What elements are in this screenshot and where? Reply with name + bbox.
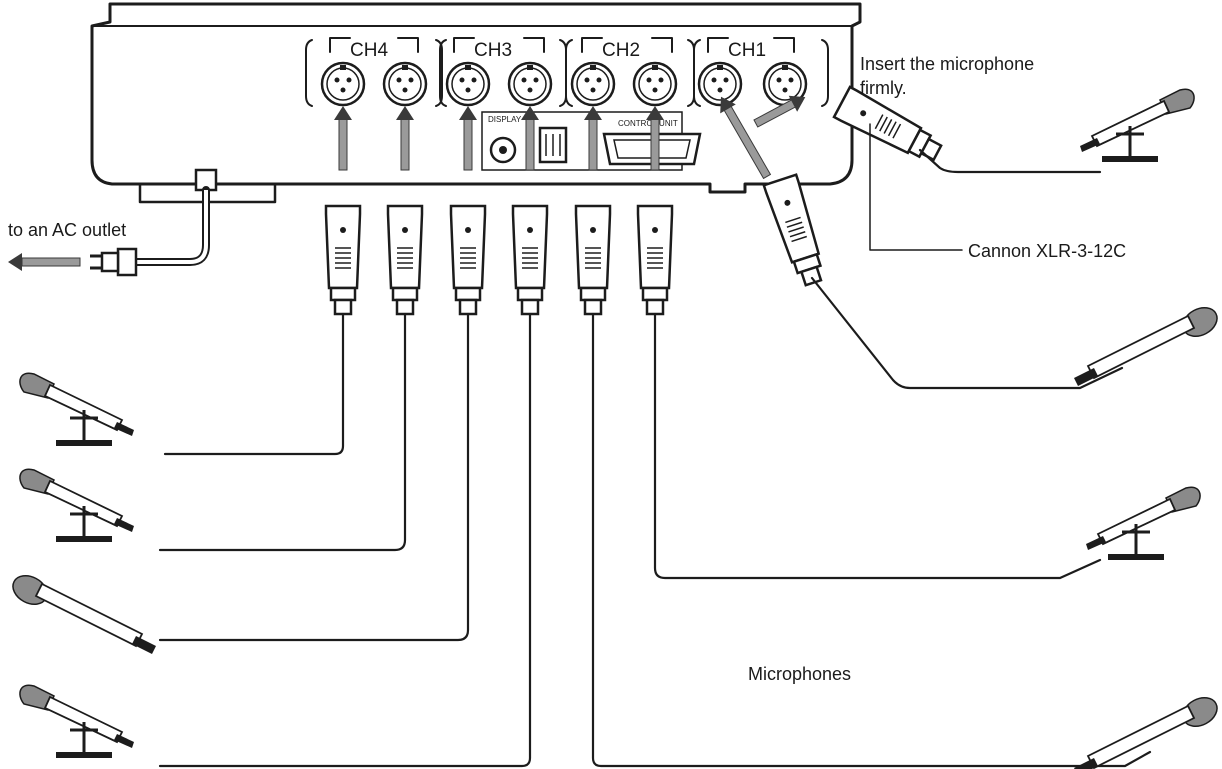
xlr-jack-icon bbox=[697, 61, 743, 107]
arrow-icon bbox=[458, 105, 478, 171]
xlr-plug-icon bbox=[636, 204, 674, 316]
microphones-label: Microphones bbox=[748, 664, 851, 684]
insert-instruction-line1: Insert the microphone bbox=[860, 54, 1034, 74]
arrow-icon bbox=[395, 105, 415, 171]
microphone-icon bbox=[18, 467, 136, 544]
cables bbox=[158, 123, 1152, 768]
xlr-jack-icon bbox=[570, 61, 616, 107]
arrow-icon bbox=[583, 105, 603, 171]
ac-cord bbox=[8, 186, 210, 277]
microphones-left bbox=[7, 371, 157, 760]
ac-plug-icon bbox=[90, 247, 138, 277]
channel-label-ch4: CH4 bbox=[350, 40, 388, 61]
arrow-icon bbox=[333, 105, 353, 171]
xlr-plug-icon bbox=[386, 204, 424, 316]
control-unit-label: CONTROL UNIT bbox=[618, 119, 678, 128]
insert-instruction-line2: firmly. bbox=[860, 78, 907, 98]
xlr-plug-icon bbox=[511, 204, 549, 316]
xlr-plug-icon bbox=[449, 204, 487, 316]
xlr-plug-icon bbox=[574, 204, 612, 316]
xlr-jacks bbox=[320, 61, 808, 107]
channel-label-ch1: CH1 bbox=[728, 40, 766, 61]
channel-label-ch2: CH2 bbox=[602, 40, 640, 61]
xlr-plug-icon bbox=[762, 173, 831, 290]
microphones-right bbox=[1074, 89, 1222, 769]
microphone-icon bbox=[18, 371, 136, 448]
xlr-jack-icon bbox=[507, 61, 553, 107]
microphone-icon bbox=[1074, 302, 1222, 386]
microphone-icon bbox=[1080, 89, 1194, 162]
xlr-plug-icon bbox=[324, 204, 362, 316]
microphone-icon bbox=[18, 683, 136, 760]
display-port-label: DISPLAY bbox=[488, 115, 522, 124]
xlr-jack-icon bbox=[320, 61, 366, 107]
connector-model-label: Cannon XLR-3-12C bbox=[968, 241, 1126, 261]
arrow-icon bbox=[520, 105, 540, 171]
microphone-icon bbox=[1086, 487, 1200, 560]
channel-label-ch3: CH3 bbox=[474, 40, 512, 61]
connection-arrows bbox=[333, 95, 806, 180]
xlr-jack-icon bbox=[382, 61, 428, 107]
microphone-icon bbox=[7, 569, 157, 655]
channel-groups: CH4 CH3 CH2 CH1 bbox=[305, 37, 829, 107]
xlr-jack-icon bbox=[445, 61, 491, 107]
ac-outlet-label: to an AC outlet bbox=[8, 220, 126, 240]
microphone-icon bbox=[1074, 692, 1222, 769]
arrow-icon bbox=[8, 253, 81, 271]
xlr-jack-icon bbox=[632, 61, 678, 107]
